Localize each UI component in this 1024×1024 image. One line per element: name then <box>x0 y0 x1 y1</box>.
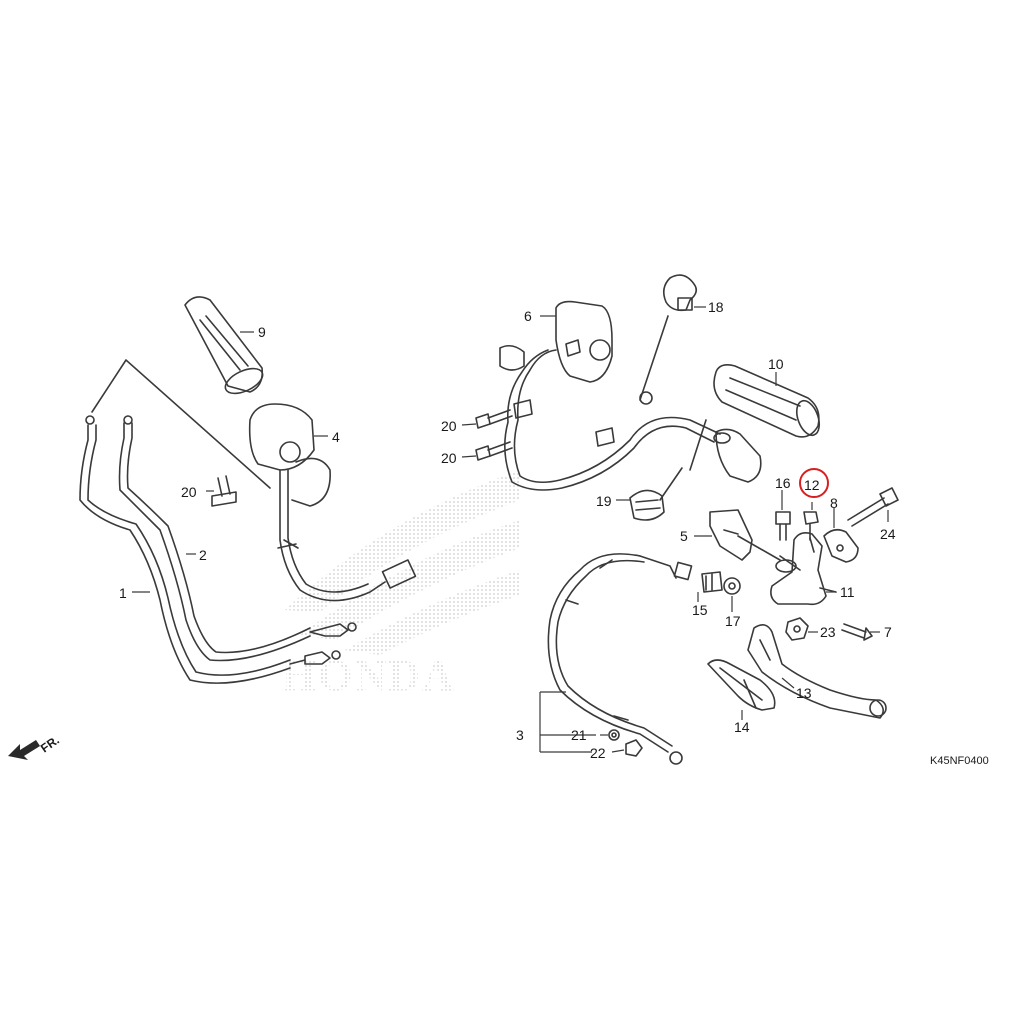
holder-8 <box>823 528 859 563</box>
clamp-18 <box>639 274 698 405</box>
part-label-8: 8 <box>830 495 838 511</box>
throttle-grip-9 <box>184 296 264 395</box>
switch-housing-6 <box>499 300 721 491</box>
pin-7 <box>841 623 873 641</box>
part-label-1: 1 <box>119 585 127 601</box>
part-label-19: 19 <box>596 493 612 509</box>
throttle-housing-4 <box>248 403 417 602</box>
part-label-20-lower: 20 <box>441 450 457 466</box>
lever-13 <box>747 624 887 719</box>
front-direction-arrow <box>8 740 40 760</box>
screw-20-lower <box>475 441 513 461</box>
part-label-6: 6 <box>524 308 532 324</box>
nut-22 <box>625 739 643 757</box>
part-label-17: 17 <box>725 613 741 629</box>
part-label-5: 5 <box>680 528 688 544</box>
nut-21 <box>608 729 620 741</box>
diagram-code: K45NF0400 <box>930 755 989 767</box>
throttle-cable-1 <box>79 415 341 684</box>
nut-17 <box>723 577 741 595</box>
honda-wing-watermark: HONDA <box>282 470 520 700</box>
clutch-cable-3 <box>547 553 693 765</box>
part-label-14: 14 <box>734 719 750 735</box>
part-label-16: 16 <box>775 475 791 491</box>
screw-16 <box>775 511 791 541</box>
bar-end-weight <box>659 419 762 501</box>
screw-20-left <box>211 475 237 507</box>
leader-lines <box>132 306 889 753</box>
throttle-cable-2 <box>118 415 357 662</box>
part-label-7: 7 <box>884 624 892 640</box>
part-label-18: 18 <box>708 299 724 315</box>
part-label-23: 23 <box>820 624 836 640</box>
part-label-4: 4 <box>332 429 340 445</box>
part-label-21: 21 <box>571 727 587 743</box>
part-label-10: 10 <box>768 356 784 372</box>
part-label-20-upper: 20 <box>441 418 457 434</box>
screw-20-upper <box>475 409 513 429</box>
part-label-15: 15 <box>692 602 708 618</box>
part-label-2: 2 <box>199 547 207 563</box>
bracket-line-1-2 <box>91 359 271 489</box>
adjuster-15 <box>701 571 723 593</box>
part-label-20-left: 20 <box>181 484 197 500</box>
part-label-9: 9 <box>258 324 266 340</box>
part-label-24: 24 <box>880 526 896 542</box>
part-label-13: 13 <box>796 685 812 701</box>
bolt-24 <box>847 487 899 527</box>
highlight-circle-part-12 <box>799 468 829 498</box>
nut-23 <box>785 617 809 641</box>
part-label-3: 3 <box>516 727 524 743</box>
part-label-22: 22 <box>590 745 606 761</box>
boot-14 <box>707 659 776 711</box>
band-19 <box>629 489 665 521</box>
switch-5 <box>709 509 781 561</box>
honda-watermark-text: HONDA <box>282 651 456 700</box>
grip-10 <box>713 364 821 438</box>
part-label-11: 11 <box>840 584 855 600</box>
nut-12 <box>803 511 819 541</box>
